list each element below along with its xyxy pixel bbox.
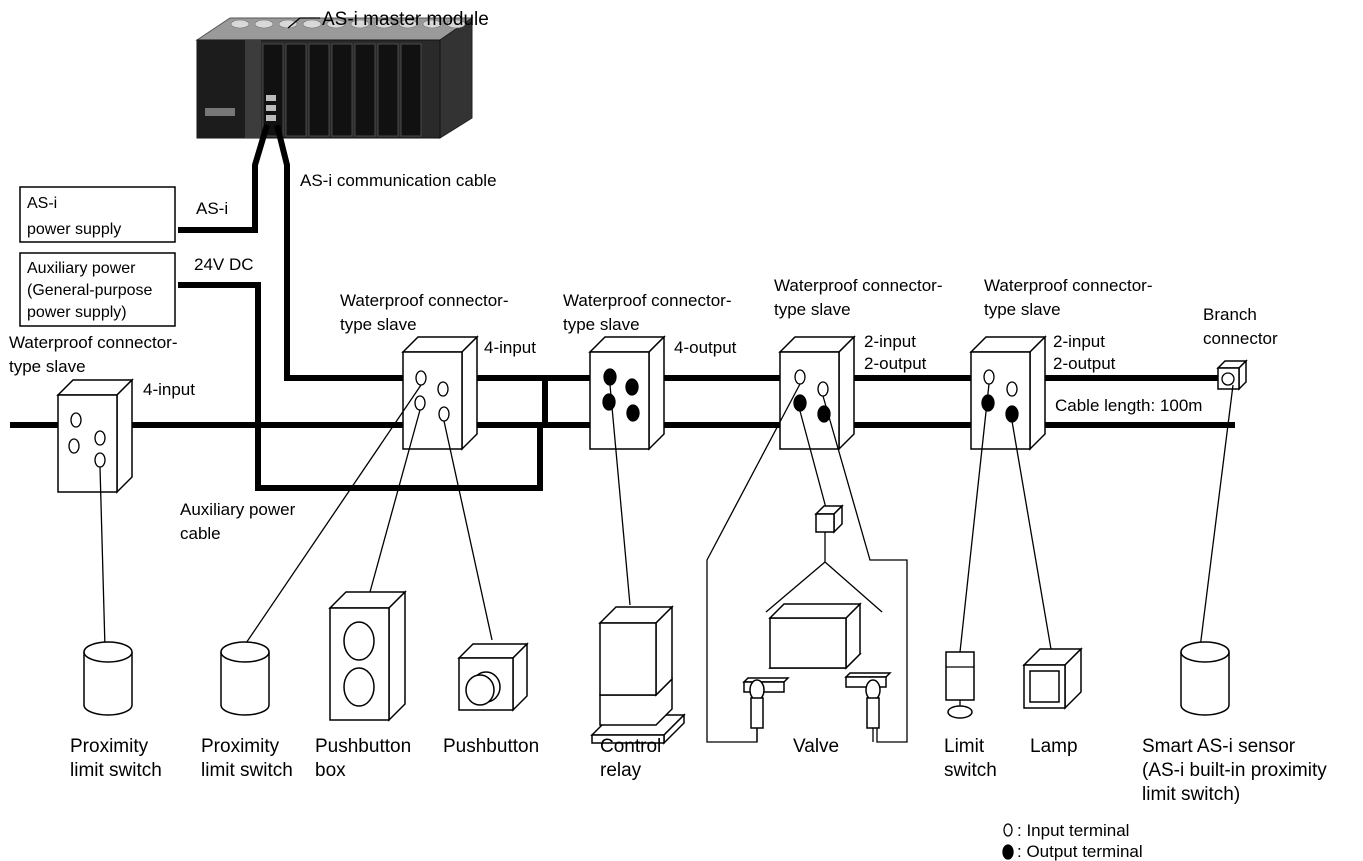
aux-supply-line1: Auxiliary power	[27, 260, 136, 277]
asi-supply-line1: AS-i	[27, 195, 57, 212]
slave-2-io: 4-output	[674, 338, 737, 357]
slave-3-io-2: 2-output	[864, 354, 927, 373]
dc-tag: 24V DC	[194, 255, 254, 274]
auxiliary-power-cable	[178, 285, 1235, 488]
branch-label-1: Branch	[1203, 305, 1257, 324]
slave-2-label-1: Waterproof connector-	[563, 291, 732, 310]
slave-0-io: 4-input	[143, 380, 195, 399]
control-relay	[592, 607, 684, 743]
legend-output-text: : Output terminal	[1017, 842, 1143, 861]
slave-1-label-1: Waterproof connector-	[340, 291, 509, 310]
slave-box-0	[58, 380, 132, 492]
device-3-line1: Pushbutton	[443, 736, 539, 757]
legend-output-symbol	[1003, 845, 1013, 859]
device-0-line2: limit switch	[70, 760, 162, 781]
asi-supply-line2: power supply	[27, 221, 121, 238]
slave-box-2	[590, 337, 664, 449]
device-0-line1: Proximity	[70, 736, 149, 757]
device-6-line1: Limit	[944, 736, 985, 757]
master-module	[197, 18, 472, 138]
branch-label-2: connector	[1203, 329, 1278, 348]
asi-tag: AS-i	[196, 199, 228, 218]
slave-3-label-1: Waterproof connector-	[774, 276, 943, 295]
device-2-line2: box	[315, 760, 346, 781]
master-module-label: AS-i master module	[322, 9, 489, 30]
pushbutton	[459, 644, 527, 710]
slave-3-io-1: 2-input	[864, 332, 916, 351]
slave-2-label-2: type slave	[563, 315, 640, 334]
limit-switch	[946, 652, 974, 718]
legend-input-symbol	[1004, 824, 1012, 836]
device-8-line2: (AS-i built-in proximity	[1142, 760, 1327, 781]
device-7-line1: Lamp	[1030, 736, 1078, 757]
aux-cable-label-1: Auxiliary power	[180, 500, 296, 519]
device-2-line1: Pushbutton	[315, 736, 411, 757]
device-1-line2: limit switch	[201, 760, 293, 781]
legend: : Input terminal : Output terminal	[1003, 821, 1143, 861]
lamp	[1024, 649, 1081, 708]
legend-input-text: : Input terminal	[1017, 821, 1129, 840]
device-1-line1: Proximity	[201, 736, 280, 757]
slave-box-4	[971, 337, 1045, 449]
aux-cable-label-2: cable	[180, 524, 221, 543]
device-8-line1: Smart AS-i sensor	[1142, 736, 1296, 757]
slave-4-io-2: 2-output	[1053, 354, 1116, 373]
comm-cable-label: AS-i communication cable	[300, 171, 497, 190]
slave-4-label-2: type slave	[984, 300, 1061, 319]
pushbutton-box	[330, 592, 405, 720]
aux-supply-line2: (General-purpose	[27, 282, 153, 299]
valve	[744, 506, 890, 742]
proximity-switch-2	[221, 642, 269, 715]
slave-0-label-2: type slave	[9, 357, 86, 376]
device-4-line2: relay	[600, 760, 642, 781]
slave-3-label-2: type slave	[774, 300, 851, 319]
proximity-switch-1	[84, 642, 132, 715]
aux-supply-line3: power supply)	[27, 304, 127, 321]
smart-asi-sensor	[1181, 642, 1229, 715]
slave-1-label-2: type slave	[340, 315, 417, 334]
device-6-line2: switch	[944, 760, 997, 781]
branch-connector	[1218, 361, 1246, 389]
slave-0-label-1: Waterproof connector-	[9, 333, 178, 352]
slave-4-io-1: 2-input	[1053, 332, 1105, 351]
device-5-line1: Valve	[793, 736, 839, 757]
slave-box-3	[780, 337, 854, 449]
slave-4-label-1: Waterproof connector-	[984, 276, 1153, 295]
slave-1-io: 4-input	[484, 338, 536, 357]
device-8-line3: limit switch)	[1142, 784, 1240, 805]
device-4-line1: Control	[600, 736, 661, 757]
cable-length-label: Cable length: 100m	[1055, 396, 1202, 415]
